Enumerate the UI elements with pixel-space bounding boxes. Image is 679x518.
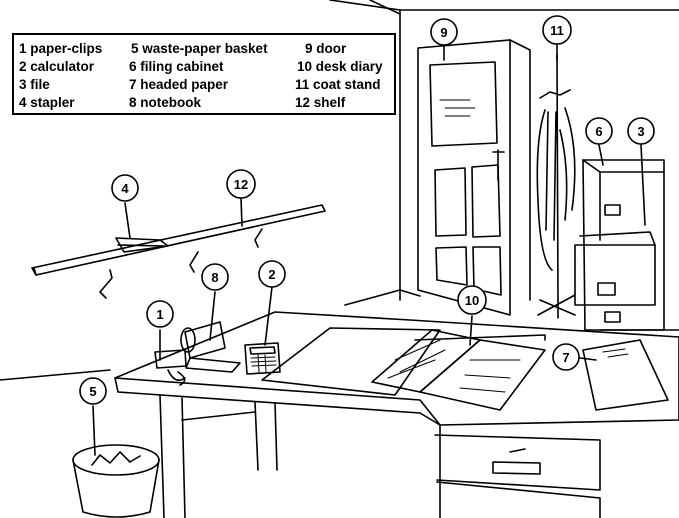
- paper-clips: [154, 349, 187, 386]
- legend-item-shelf: 12 shelf: [295, 95, 346, 110]
- callout-11-number: 11: [550, 23, 564, 38]
- door: [417, 39, 531, 316]
- callout-3-number: 3: [637, 124, 644, 139]
- legend-item-calculator: 2 calculator: [19, 59, 95, 74]
- callout-7-number: 7: [562, 350, 569, 365]
- callout-10-number: 10: [465, 293, 479, 308]
- legend-item-file: 3 file: [19, 77, 50, 92]
- callout-8-number: 8: [211, 270, 218, 285]
- legend-item-filing-cabinet: 6 filing cabinet: [129, 59, 224, 74]
- callout-9: 9: [430, 18, 458, 46]
- callout-3: 3: [627, 117, 655, 145]
- callout-9-number: 9: [440, 25, 447, 40]
- legend-item-desk-diary: 10 desk diary: [297, 59, 383, 74]
- legend-item-notebook: 8 notebook: [129, 95, 202, 110]
- callout-4: 4: [111, 174, 139, 202]
- legend-item-stapler: 4 stapler: [19, 95, 75, 110]
- legend-item-headed-paper: 7 headed paper: [129, 77, 229, 92]
- callout-8: 8: [201, 263, 229, 291]
- callout-4-number: 4: [121, 181, 129, 196]
- desk-diary: [371, 329, 546, 411]
- callout-6: 6: [585, 117, 613, 145]
- legend-box: 1 paper-clips 2 calculator 3 file 4 stap…: [12, 33, 396, 115]
- callout-12: 12: [226, 169, 256, 199]
- legend-item-waste-paper-basket: 5 waste-paper basket: [131, 41, 268, 56]
- headed-paper: [582, 339, 669, 411]
- callout-11: 11: [542, 15, 572, 45]
- legend-item-door: 9 door: [305, 41, 347, 56]
- callout-10: 10: [457, 285, 487, 315]
- calculator: [244, 342, 281, 375]
- desk-blotter: [261, 327, 441, 396]
- callout-5-number: 5: [89, 384, 96, 399]
- callout-6-number: 6: [595, 124, 602, 139]
- callout-2: 2: [258, 260, 286, 288]
- callout-12-number: 12: [234, 177, 248, 192]
- stapler: [115, 237, 169, 253]
- legend-item-coat-stand: 11 coat stand: [295, 77, 381, 92]
- callout-5: 5: [79, 377, 107, 405]
- callouts: 1 2 3 4 5 6 7 8: [79, 15, 655, 405]
- shelf: [31, 204, 326, 299]
- callout-1: 1: [146, 300, 174, 328]
- waste-paper-basket: [72, 444, 160, 518]
- filing-cabinet: [574, 159, 665, 331]
- coat-stand: [536, 54, 576, 319]
- callout-1-number: 1: [156, 307, 163, 322]
- leader-lines: [92, 44, 646, 456]
- legend-item-paper-clips: 1 paper-clips: [19, 41, 103, 56]
- callout-7: 7: [552, 343, 580, 371]
- desk: [114, 311, 679, 518]
- notebook: [180, 321, 241, 373]
- callout-2-number: 2: [268, 267, 275, 282]
